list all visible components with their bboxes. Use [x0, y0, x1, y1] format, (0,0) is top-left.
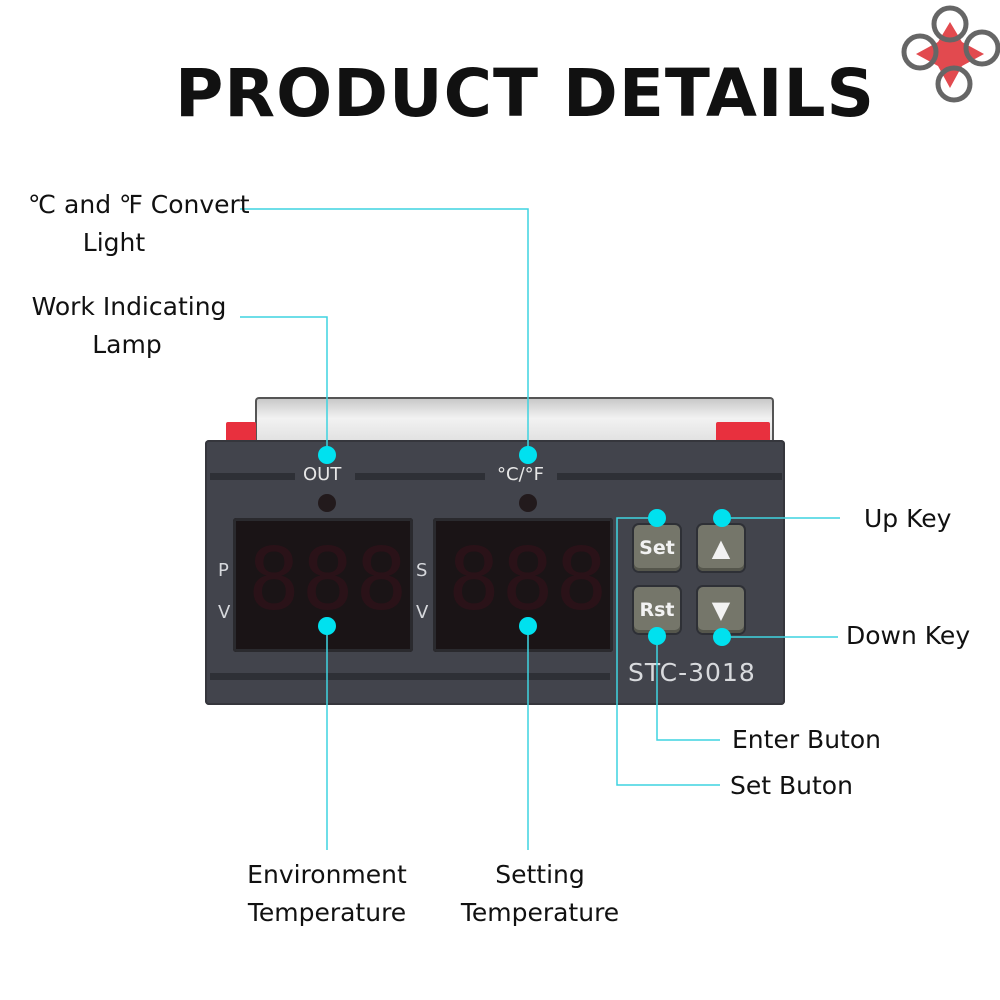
label-line: Light [82, 228, 146, 257]
sv-label-v: V [416, 602, 429, 623]
label-environment-temp: Environment Temperature [217, 856, 437, 932]
out-label: OUT [303, 464, 342, 485]
callout-dot [648, 509, 666, 527]
label-setting-temp: Setting Temperature [430, 856, 650, 932]
unit-label: °C/°F [497, 464, 544, 485]
label-line: Temperature [460, 898, 620, 927]
label-line: Work Indicating [31, 292, 227, 321]
pv-label-v: V [218, 602, 231, 623]
label-set-button: Set Buton [730, 771, 853, 800]
label-line: Lamp [92, 330, 162, 359]
label-line: ℃ and ℉ Convert [28, 190, 250, 219]
mounting-clip-right [716, 422, 770, 444]
callout-dot [648, 627, 666, 645]
label-line: Environment [247, 860, 407, 889]
callout-dot [519, 446, 537, 464]
callout-dot [713, 509, 731, 527]
label-enter-button: Enter Buton [732, 725, 881, 754]
label-line: Temperature [247, 898, 407, 927]
callout-dot [318, 446, 336, 464]
bottom-groove [210, 673, 610, 680]
label-line: Setting [495, 860, 585, 889]
top-groove [557, 473, 782, 480]
mounting-clip-left [226, 422, 256, 444]
display-digits: 888 [248, 530, 410, 630]
drone-logo [901, 5, 1000, 103]
label-work-lamp: Work Indicating Lamp [24, 288, 234, 364]
work-indicator-led [318, 494, 336, 512]
unit-indicator-led [519, 494, 537, 512]
pv-label-p: P [218, 560, 229, 581]
set-key[interactable]: Set [634, 525, 680, 571]
callout-dot [713, 628, 731, 646]
display-digits: 888 [448, 530, 610, 630]
model-number: STC-3018 [628, 658, 756, 687]
up-key[interactable]: ▲ [698, 525, 744, 571]
device-top-housing [255, 397, 774, 447]
label-down-key: Down Key [846, 621, 971, 650]
label-up-key: Up Key [864, 504, 952, 533]
label-convert-light: ℃ and ℉ Convert Light [28, 186, 250, 262]
callout-dot [318, 617, 336, 635]
sv-label-s: S [416, 560, 428, 581]
callout-dot [519, 617, 537, 635]
top-groove [355, 473, 485, 480]
down-key[interactable]: ▼ [698, 587, 744, 633]
page-title: PRODUCT DETAILS [174, 55, 876, 132]
top-groove [210, 473, 295, 480]
rst-key[interactable]: Rst [634, 587, 680, 633]
